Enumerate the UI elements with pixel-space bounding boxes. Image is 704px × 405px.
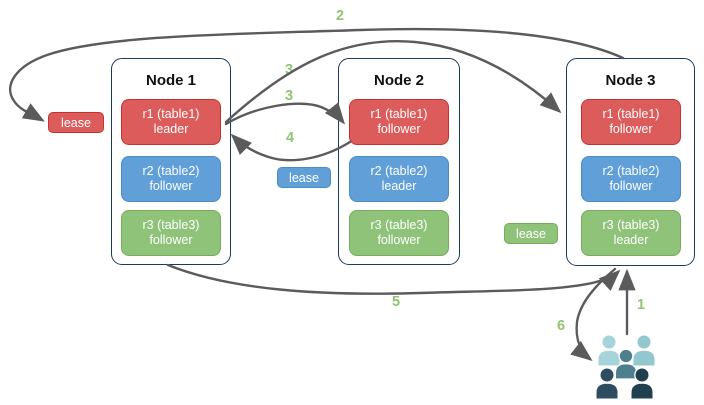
replica-role: leader — [153, 122, 189, 136]
node-1-replica-r1-leader: r1 (table1) leader — [121, 99, 221, 145]
step-label-5: 5 — [391, 294, 401, 310]
user-figure-front-right — [630, 367, 654, 400]
replica-role: follower — [609, 122, 653, 136]
node-2-replica-r1-follower: r1 (table1) follower — [349, 99, 449, 145]
replica-name: r1 (table1) — [602, 106, 660, 121]
node-3-replica-r2-follower: r2 (table2) follower — [581, 156, 681, 202]
replica-name: r1 (table1) — [142, 106, 200, 121]
user-figure-center — [614, 348, 638, 380]
replica-name: r3 (table3) — [370, 217, 428, 232]
replica-name: r2 (table2) — [370, 163, 428, 178]
replica-role: follower — [377, 122, 421, 136]
replica-role: follower — [377, 233, 421, 247]
arrow-3-leader-to-node2-follower — [224, 102, 346, 126]
users-group-icon — [595, 334, 656, 400]
replica-role: leader — [381, 179, 417, 193]
node-2-replica-r3-follower: r3 (table3) follower — [349, 210, 449, 256]
lease-badge-red: lease — [48, 112, 104, 133]
user-figure-front-left — [595, 367, 619, 400]
node-2-title: Node 2 — [373, 72, 424, 89]
arrow-5-node1-to-node3 — [166, 263, 621, 295]
node-2-replica-r2-leader: r2 (table2) leader — [349, 156, 449, 202]
node-2-box: Node 2 r1 (table1) follower r2 (table2) … — [338, 58, 460, 265]
step-label-3b: 3 — [284, 88, 294, 104]
replica-role: follower — [609, 179, 653, 193]
replica-role: follower — [149, 179, 193, 193]
user-figure-back-left — [597, 334, 621, 367]
node-3-box: Node 3 r1 (table1) follower r2 (table2) … — [566, 58, 695, 266]
replica-name: r1 (table1) — [370, 106, 428, 121]
replica-role: follower — [149, 233, 193, 247]
step-label-3a: 3 — [284, 62, 294, 78]
replica-name: r3 (table3) — [142, 217, 200, 232]
replica-name: r2 (table2) — [602, 163, 660, 178]
node-1-box: Node 1 r1 (table1) leader r2 (table2) fo… — [111, 58, 231, 265]
lease-badge-blue: lease — [277, 167, 331, 188]
arrow-6-node3-to-clients — [570, 267, 617, 361]
replica-name: r3 (table3) — [602, 217, 660, 232]
node-1-title: Node 1 — [145, 72, 196, 89]
node-3-replica-r1-follower: r1 (table1) follower — [581, 99, 681, 145]
user-figure-back-right — [632, 334, 656, 367]
lease-badge-green: lease — [504, 223, 558, 244]
node-3-replica-r3-leader: r3 (table3) leader — [581, 210, 681, 256]
step-label-2: 2 — [335, 8, 345, 24]
replica-role: leader — [613, 233, 649, 247]
node-3-title: Node 3 — [605, 72, 656, 89]
step-label-4: 4 — [285, 130, 295, 146]
step-label-1: 1 — [636, 297, 646, 313]
node-1-replica-r2-follower: r2 (table2) follower — [121, 156, 221, 202]
replica-name: r2 (table2) — [142, 163, 200, 178]
step-label-6: 6 — [556, 318, 566, 334]
node-1-replica-r3-follower: r3 (table3) follower — [121, 210, 221, 256]
arrow-2-node3-to-red-lease — [8, 27, 625, 122]
